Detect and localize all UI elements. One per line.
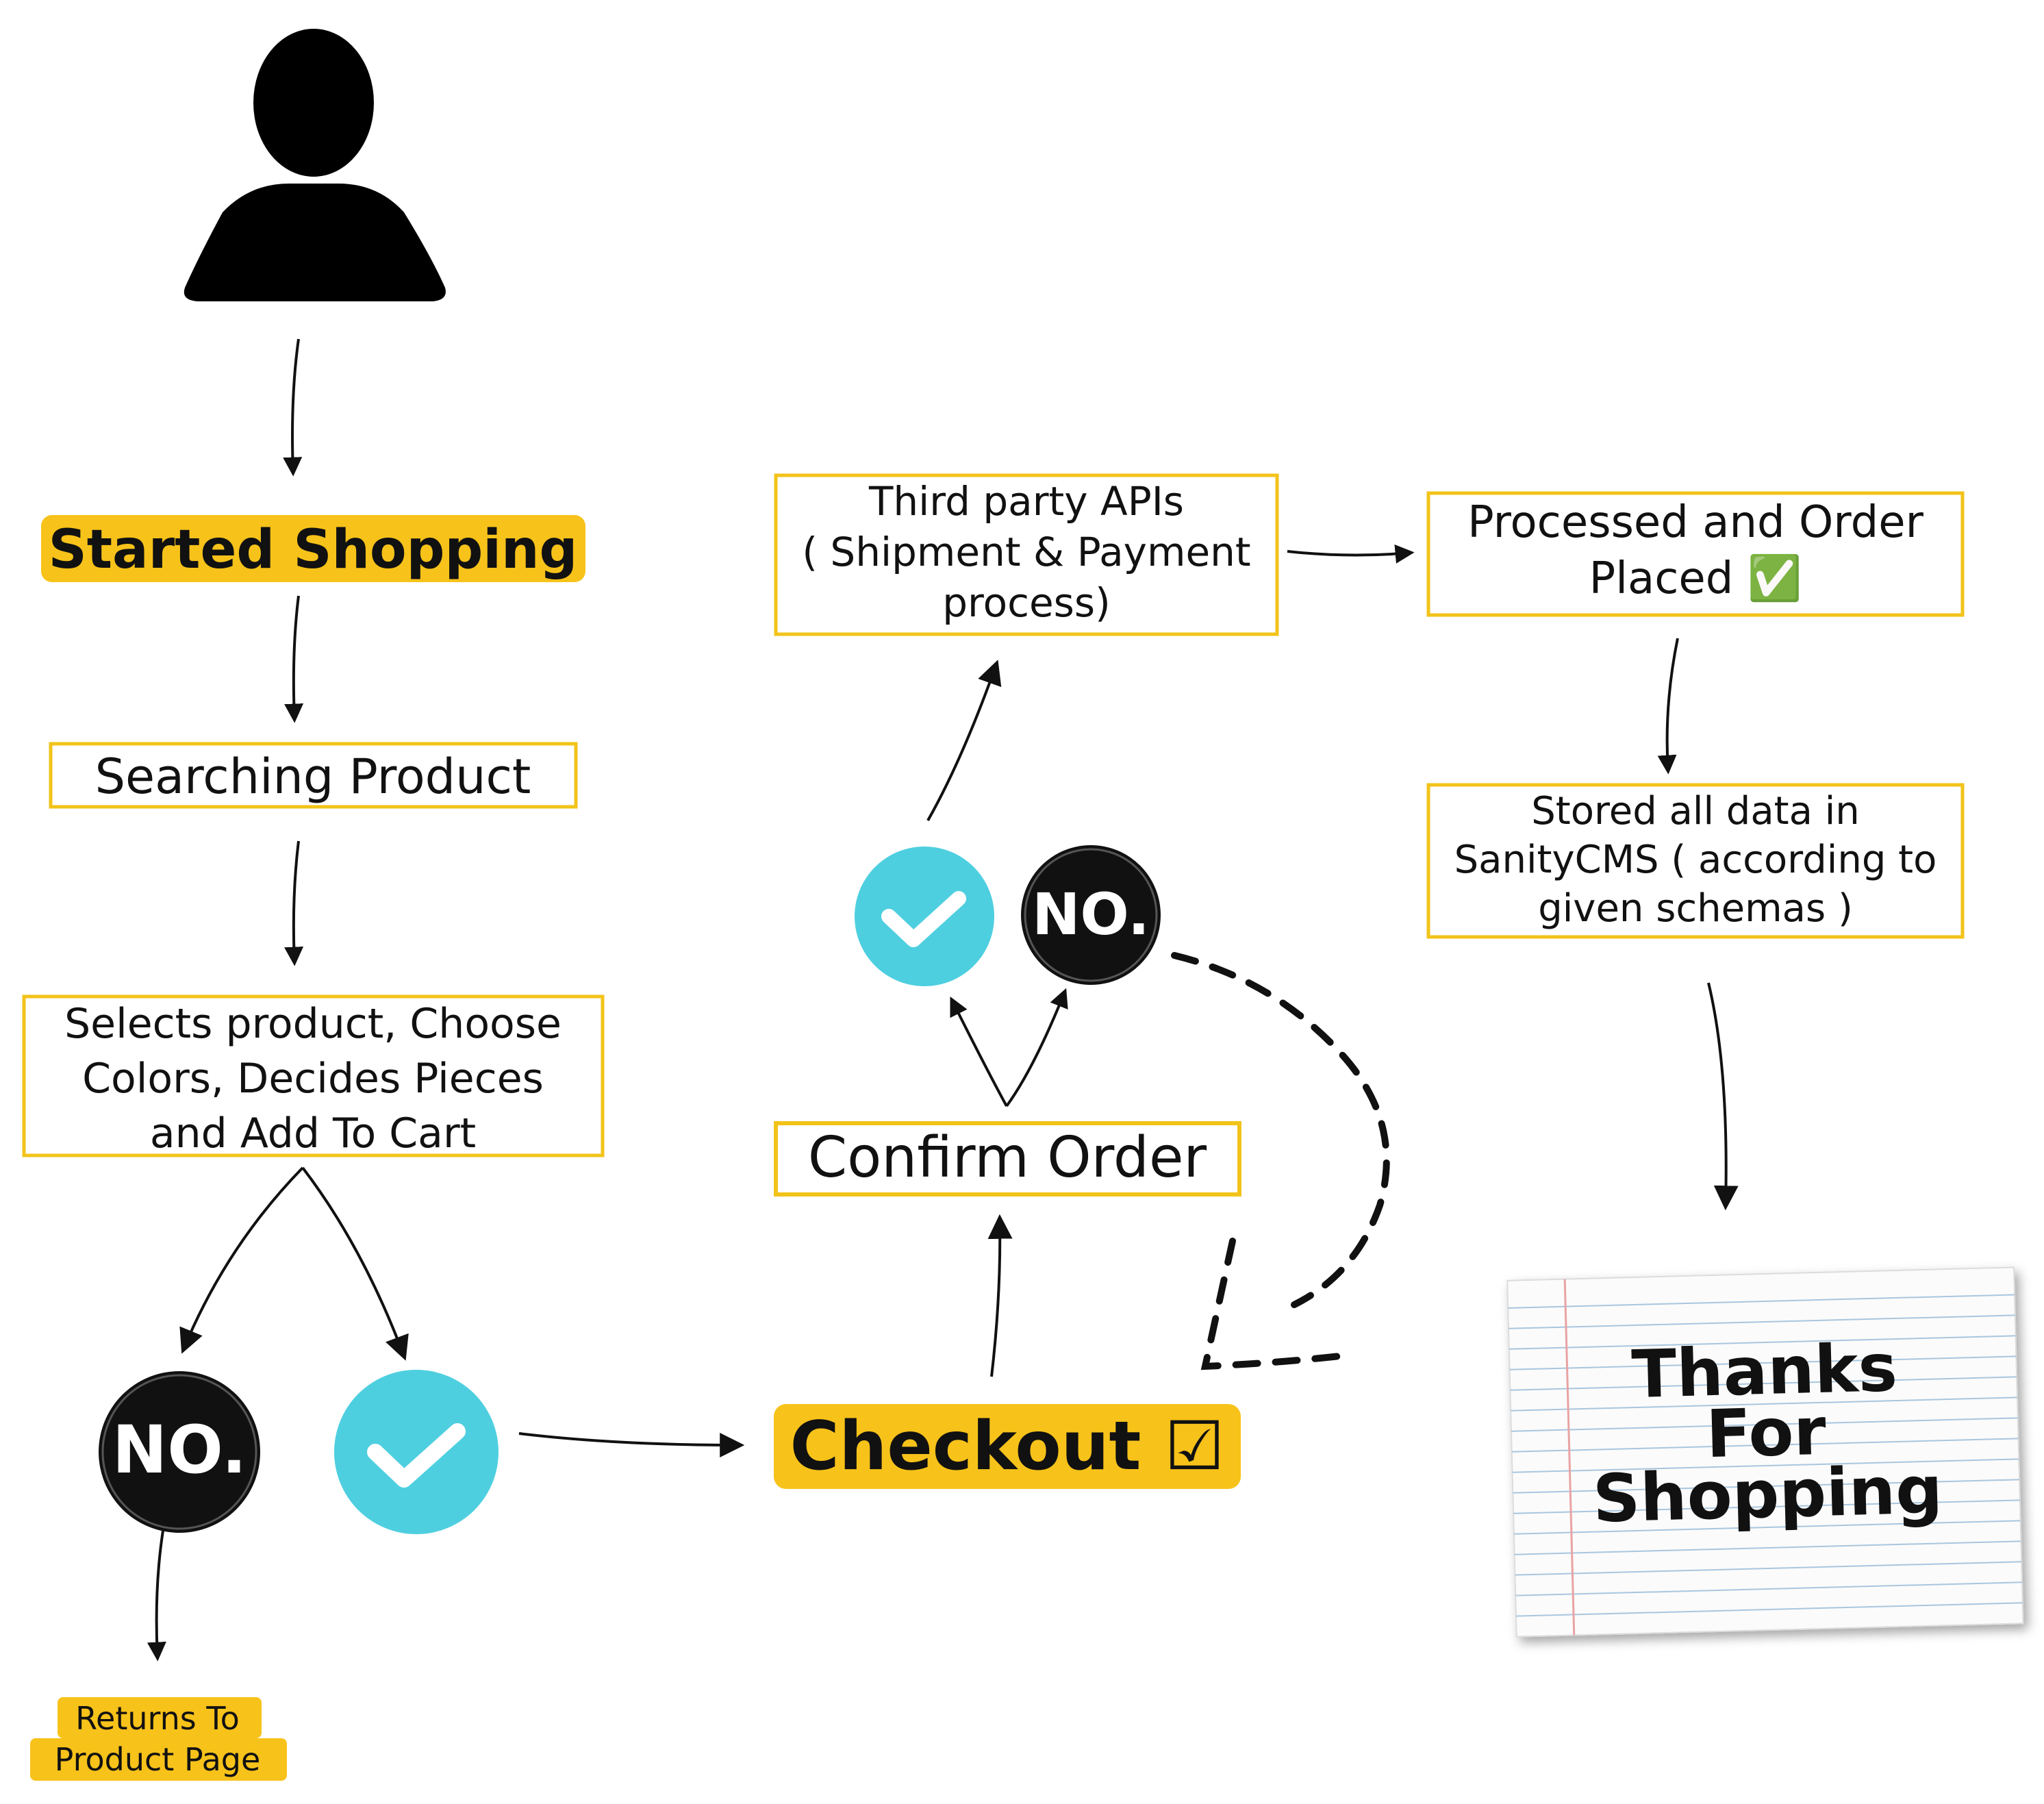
thanks-line-3: Shopping bbox=[1592, 1451, 1944, 1537]
order-placed-line-1: Processed and Order bbox=[1467, 497, 1923, 548]
selects-product-node: Selects product, Choose Colors, Decides … bbox=[22, 994, 605, 1157]
paper-ruled-lines bbox=[1508, 1294, 2023, 1617]
confirm-order-label: Confirm Order bbox=[808, 1125, 1207, 1190]
checkout-node: Checkout ☑ bbox=[774, 1404, 1241, 1489]
stored-data-line-2: SanityCMS ( according to bbox=[1454, 838, 1937, 882]
checkout-label: Checkout ☑ bbox=[790, 1407, 1225, 1486]
third-party-line-2: ( Shipment & Payment bbox=[802, 529, 1250, 575]
searching-product-label: Searching Product bbox=[95, 749, 531, 805]
thanks-line-1: Thanks bbox=[1630, 1329, 1898, 1413]
third-party-line-1: Third party APIs bbox=[868, 478, 1184, 525]
returns-node: Returns To Product Page bbox=[30, 1697, 287, 1781]
stored-data-line-1: Stored all data in bbox=[1531, 789, 1860, 834]
thanks-line-2: For bbox=[1705, 1393, 1828, 1473]
order-placed-node: Processed and Order Placed ✅ bbox=[1426, 491, 1965, 617]
paper-margin-line bbox=[1563, 1279, 1576, 1636]
user-icon bbox=[184, 29, 446, 301]
third-party-line-3: process) bbox=[942, 579, 1111, 626]
started-shopping-label: Started Shopping bbox=[49, 519, 578, 581]
third-party-api-node: Third party APIs ( Shipment & Payment pr… bbox=[774, 473, 1279, 636]
no-badge-icon: NO. bbox=[99, 1371, 260, 1533]
returns-line-1: Returns To bbox=[75, 1700, 240, 1737]
started-shopping-node: Started Shopping bbox=[41, 515, 585, 582]
check-icon bbox=[855, 847, 994, 986]
check-icon bbox=[334, 1370, 499, 1534]
searching-product-node: Searching Product bbox=[49, 742, 578, 809]
selects-product-line-1: Selects product, Choose bbox=[64, 1000, 562, 1048]
order-placed-line-2: Placed ✅ bbox=[1589, 553, 1802, 604]
returns-line-2: Product Page bbox=[55, 1741, 261, 1778]
stored-data-node: Stored all data in SanityCMS ( according… bbox=[1426, 783, 1965, 939]
stored-data-line-3: given schemas ) bbox=[1538, 886, 1853, 931]
no-badge-label: NO. bbox=[112, 1412, 247, 1488]
thanks-note: Thanks For Shopping bbox=[1506, 1266, 2024, 1638]
connector-arrows bbox=[147, 338, 1739, 1662]
selects-product-line-3: and Add To Cart bbox=[150, 1110, 476, 1157]
no-badge-icon: NO. bbox=[1021, 845, 1161, 985]
selects-product-line-2: Colors, Decides Pieces bbox=[82, 1055, 544, 1103]
confirm-order-node: Confirm Order bbox=[774, 1121, 1241, 1197]
retry-dashed-connector bbox=[1171, 952, 1390, 1370]
no-badge-label: NO. bbox=[1032, 881, 1150, 948]
